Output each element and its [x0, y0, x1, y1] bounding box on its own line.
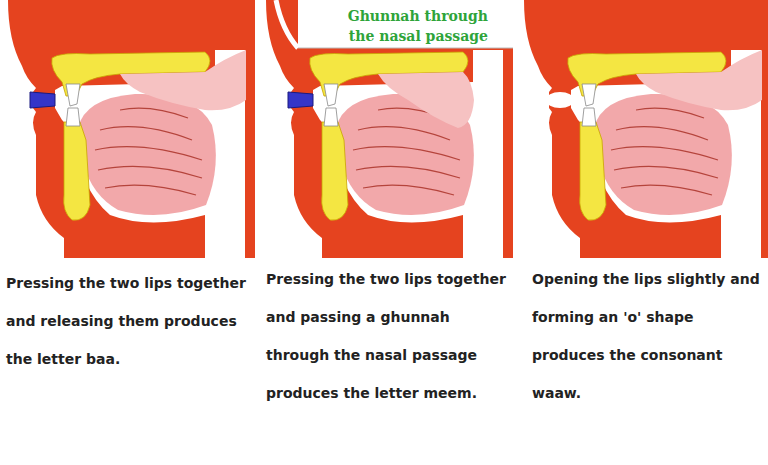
- soft-palate: [378, 72, 474, 128]
- lip-contact: [30, 92, 55, 108]
- caption-text: Pressing the two lips together and passi…: [266, 260, 512, 412]
- baa-panel: [8, 0, 255, 258]
- head-section: [8, 0, 255, 258]
- head-section: [524, 0, 768, 258]
- nasal-space: [298, 0, 514, 48]
- caption-text: Opening the lips slightly and forming an…: [532, 260, 762, 412]
- head-section: [266, 0, 513, 258]
- soft-palate: [636, 50, 762, 110]
- lip-contact: [288, 92, 313, 108]
- nasal-label: Ghunnah through the nasal passage: [338, 6, 488, 46]
- nasal-outline: [298, 48, 513, 49]
- caption-text: Pressing the two lips together and relea…: [6, 264, 252, 378]
- meem-panel: [266, 0, 514, 258]
- soft-palate: [120, 50, 246, 110]
- lip-opening: [546, 92, 574, 108]
- nasal-opening: [276, 0, 298, 48]
- waaw-panel: [524, 0, 768, 258]
